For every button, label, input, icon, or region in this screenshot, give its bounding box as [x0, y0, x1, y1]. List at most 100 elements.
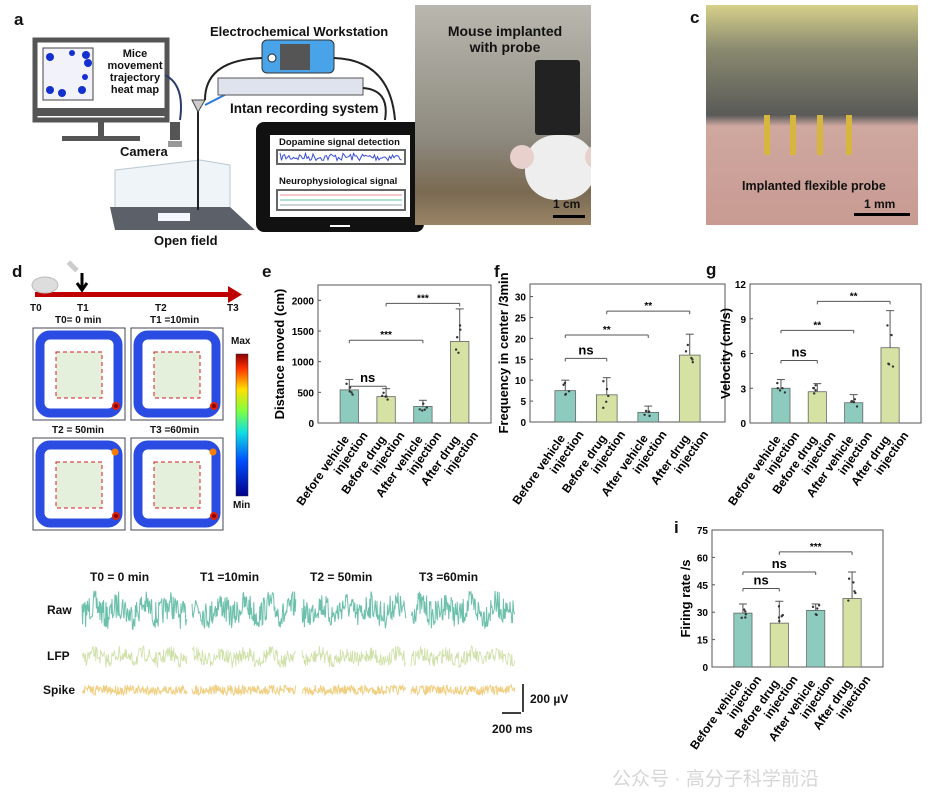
panel-label-d: d	[12, 262, 23, 281]
intan-label: Intan recording system	[230, 101, 379, 116]
scale-bar	[553, 215, 585, 218]
mouse-icon	[31, 276, 59, 294]
open-field-label: Open field	[154, 233, 218, 248]
data-point	[886, 324, 889, 327]
significance-label: ***	[417, 293, 429, 304]
significance-label: ns	[772, 556, 787, 571]
data-point	[850, 400, 854, 403]
injection-arrow-icon	[75, 273, 89, 293]
timeline-label: T1	[77, 303, 89, 314]
y-tick-label: 9	[740, 315, 746, 326]
y-tick-label: 45	[697, 581, 709, 592]
plot-frame	[317, 284, 492, 424]
monitor-text-line: heat map	[110, 84, 160, 96]
data-point	[684, 350, 688, 353]
trajectory-heat-map	[32, 437, 126, 531]
colorbar-max: Max	[231, 336, 251, 347]
data-point	[455, 336, 459, 339]
data-point	[423, 408, 426, 411]
bar	[842, 598, 862, 668]
data-point	[812, 387, 816, 390]
trace-row-label: Spike	[43, 683, 76, 697]
data-point	[602, 380, 605, 383]
significance-label: **	[603, 325, 611, 336]
data-point	[563, 381, 567, 385]
data-point	[421, 409, 424, 412]
trace-lfp	[410, 645, 516, 669]
data-point	[643, 413, 646, 416]
data-point	[743, 608, 746, 611]
bar	[450, 341, 470, 424]
data-point	[783, 391, 787, 394]
plot-frame	[711, 529, 884, 668]
y-tick-label: 10	[515, 376, 527, 387]
y-tick-label: 30	[515, 293, 527, 304]
map-title: T1 =10min	[150, 315, 200, 326]
colorbar	[235, 353, 249, 497]
mouse-photo: Mouse implanted with probe 1 cm	[415, 5, 591, 225]
trace-lfp	[301, 645, 407, 668]
trace-spike	[81, 683, 188, 697]
trace-time-label: T2 = 50min	[310, 570, 373, 584]
trace-time-label: T3 =60min	[419, 570, 479, 584]
scale-time-label: 200 ms	[492, 722, 533, 736]
data-point	[418, 408, 421, 411]
trajectory-heat-map	[32, 327, 126, 421]
data-point	[648, 414, 651, 418]
data-point	[812, 392, 816, 395]
bar	[678, 354, 701, 423]
data-point	[891, 365, 895, 368]
y-tick-label: 25	[515, 313, 527, 324]
trace-spike	[410, 683, 516, 697]
data-point	[776, 387, 779, 390]
y-tick-label: 2000	[292, 296, 315, 307]
bar	[733, 612, 753, 668]
significance-label: ns	[360, 370, 375, 385]
y-tick-label: 0	[702, 663, 708, 674]
caption-line: with probe	[469, 39, 541, 55]
trajectory-heat-map	[130, 327, 224, 421]
trace-lfp	[81, 645, 188, 669]
data-point	[386, 398, 389, 401]
data-point	[607, 394, 610, 398]
colorbar-min: Min	[233, 500, 251, 511]
data-point	[605, 400, 608, 404]
monitor-base	[62, 136, 140, 141]
y-tick-label: 1500	[292, 327, 315, 338]
y-tick-label: 0	[740, 419, 746, 430]
monitor-stand	[98, 120, 104, 138]
trace-row-label: Raw	[47, 603, 72, 617]
data-point	[348, 390, 351, 393]
data-point	[814, 613, 818, 616]
data-point	[781, 613, 784, 617]
trace-row-label: LFP	[47, 649, 70, 663]
y-tick-label: 15	[515, 355, 527, 366]
caption-line: Mouse implanted	[447, 23, 563, 39]
probe-photo: Implanted flexible probe 1 mm	[706, 5, 918, 225]
trace-raw	[301, 591, 407, 629]
data-point	[778, 619, 781, 623]
data-point	[351, 393, 354, 396]
trace-lfp	[191, 646, 297, 669]
y-axis-label: Firing rate /s	[678, 559, 693, 637]
y-tick-label: 5	[520, 397, 526, 408]
bar	[880, 347, 900, 424]
data-point	[740, 616, 743, 620]
data-point	[816, 607, 819, 610]
trajectory-heat-map	[130, 437, 224, 531]
data-point	[562, 383, 565, 386]
plot-frame	[529, 283, 726, 423]
data-point	[602, 406, 605, 410]
data-point	[567, 390, 571, 393]
y-axis-label: Velocity (cm/s)	[718, 308, 733, 399]
data-point	[744, 613, 748, 616]
trace-raw	[191, 591, 297, 630]
timeline-label: T0	[30, 303, 42, 314]
data-point	[647, 410, 651, 413]
map-title: T2 = 50min	[52, 425, 104, 436]
trace-raw	[81, 590, 188, 630]
scale-label: 1 mm	[864, 197, 896, 211]
data-point	[425, 406, 428, 409]
